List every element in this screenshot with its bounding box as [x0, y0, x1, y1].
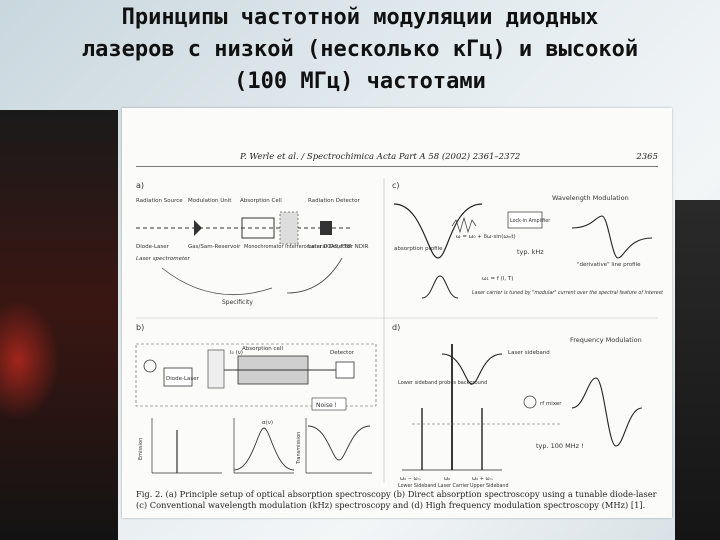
panel-c-modulation-wave	[451, 216, 477, 234]
background-dark-right	[675, 200, 720, 540]
panel-a-label-source: Radiation Source	[136, 198, 183, 204]
panel-d-mixer: rf mixer	[540, 401, 562, 407]
panel-c-absorption-curve	[393, 203, 483, 259]
panel-c-lockin-box	[507, 211, 543, 229]
scanned-figure: P. Werle et al. / Spectrochimica Acta Pa…	[122, 108, 672, 518]
panel-b-trans-curve	[307, 425, 371, 461]
panel-label-c: c)	[392, 181, 400, 190]
panel-d-bottom2-carrier: Laser Carrier	[438, 483, 469, 489]
panel-d-absorption-curve	[441, 353, 503, 385]
slide-title-line-3: (100 МГц) частотами	[234, 69, 486, 94]
panel-c-derivative: "derivative" line profile	[577, 262, 641, 268]
panel-a-cell-icon	[241, 217, 275, 239]
panel-d-title: Frequency Modulation	[570, 336, 642, 344]
figure-panels: a) Radiation Source Modulation Unit Abso…	[135, 178, 664, 489]
panel-d-signal-curve	[571, 377, 643, 447]
slide-title-line-2: лазеров с низкой (несколько кГц) и высок…	[81, 37, 639, 62]
panel-a-bottom-laser: Diode-Laser	[136, 244, 170, 250]
panel-d-bottom-lower: ω₀ − ωₘ	[400, 476, 421, 482]
figure-header: P. Werle et al. / Spectrochimica Acta Pa…	[122, 152, 672, 166]
panel-b-grating	[207, 349, 225, 389]
panel-c-typ: typ. kHz	[517, 248, 544, 256]
figure-page-number: 2365	[636, 152, 658, 162]
panel-c-derivative-curve	[571, 215, 653, 259]
panel-b-i0: I₀ (ν)	[230, 350, 243, 356]
panel-c-absorption: absorption profile	[394, 246, 443, 252]
panel-a-laser-note: Laser spectrometer	[136, 256, 191, 262]
figure-caption: Fig. 2. (a) Principle setup of optical a…	[136, 489, 657, 510]
panel-a-bottom-detector: Lateral Detector NDIR	[308, 244, 369, 250]
panel-b-emission-label: Emission	[138, 438, 144, 460]
panel-d-lower-label: Lower sideband probes background	[398, 380, 487, 386]
panel-b-source-icon	[143, 359, 157, 373]
panel-a-modulator-icon	[194, 220, 202, 236]
panel-b-alpha-label: α(ν)	[262, 420, 273, 426]
panel-b-alpha-curve	[233, 427, 295, 471]
panel-d-mixer-icon	[523, 395, 537, 409]
panel-a-specificity: Specificity	[222, 299, 253, 306]
panel-d-bottom2-upper: Upper Sideband	[470, 483, 509, 489]
panel-d-bottom-carrier: ω₀	[444, 476, 450, 482]
panel-c-title: Wavelength Modulation	[552, 194, 629, 202]
panel-label-d: d)	[392, 323, 400, 332]
panel-b-detector-label: Detector	[330, 350, 355, 356]
panel-b-noise: Noise !	[316, 402, 337, 409]
panel-b-laser-label: Diode-Laser	[166, 376, 200, 382]
panel-b-noise-box	[311, 397, 347, 411]
panel-b-cell-label: Absorption cell	[242, 346, 283, 352]
panel-a-arrow-left	[161, 267, 273, 296]
slide-title: Принципы частотной модуляции диодных лаз…	[0, 2, 720, 98]
panel-c-formula: ω = ω₀ + δω·sin(ωₘt)	[456, 234, 516, 240]
panel-d-bottom2-lower: Lower Sideband	[398, 483, 436, 489]
panel-d-bottom-upper: ω₀ + ωₘ	[472, 476, 493, 482]
panel-b-frame	[135, 343, 377, 407]
panel-a-detector-icon	[320, 221, 332, 235]
panel-c-lockin: Lock-in Amplifier	[510, 218, 550, 224]
panel-label-a: a)	[136, 181, 144, 190]
slide-title-line-1: Принципы частотной модуляции диодных	[121, 5, 599, 30]
panel-a-label-cell: Absorption Cell	[240, 198, 282, 204]
panel-a-arrow-right	[286, 257, 343, 294]
panel-d-typ: typ. 100 MHz !	[536, 442, 584, 450]
panel-c-note: Laser carrier is tuned by "modular" curr…	[472, 290, 664, 296]
panel-d-carrier-label: Laser sideband	[508, 350, 550, 356]
panel-c-omega: ω₁ = f (I, T)	[482, 276, 513, 282]
panel-a-label-modulation: Modulation Unit	[188, 198, 232, 204]
figure-header-rule	[136, 166, 658, 167]
figure-citation: P. Werle et al. / Spectrochimica Acta Pa…	[240, 152, 521, 162]
panel-a-label-detector: Radiation Detector	[308, 198, 360, 204]
panel-b-detector-icon	[335, 361, 355, 379]
panel-b-trans-label: Transmission	[296, 432, 302, 465]
panel-b-laser-box	[163, 367, 193, 387]
panel-a-bottom-mono: Monochromator Interferometer DOAS, FTIR	[244, 244, 352, 250]
panel-c-lower-curve	[421, 275, 459, 299]
panel-a-mono-icon	[279, 211, 299, 245]
panel-label-b: b)	[136, 323, 144, 332]
background-red-accent	[0, 300, 60, 420]
panel-a-bottom-reservoir: Gas/Sam-Reservoir	[188, 244, 241, 250]
